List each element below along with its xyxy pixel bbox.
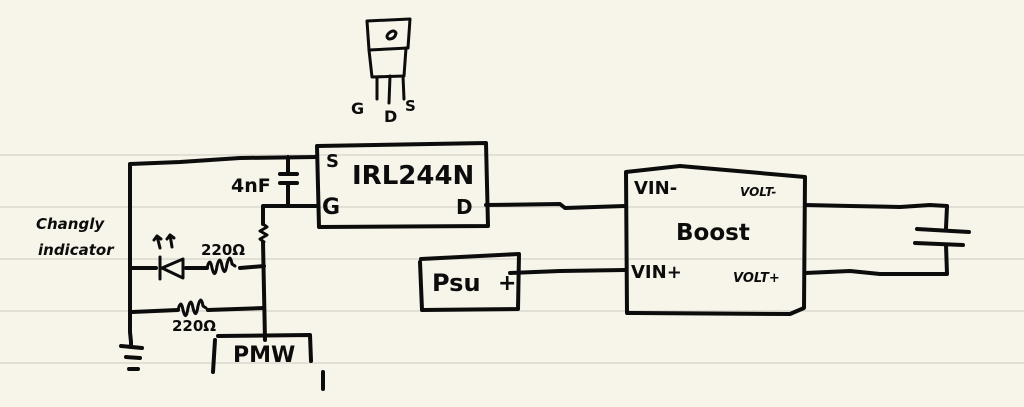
boost-block: VIN- VOLT- Boost VIN+ VOLT+ xyxy=(624,164,807,316)
bypass-branch: 220Ω xyxy=(130,298,266,335)
psu-terminal: + xyxy=(498,271,516,296)
mosfet-pin-s: S xyxy=(326,151,339,172)
wire-bypass-right xyxy=(206,306,266,312)
mosfet-box xyxy=(315,141,490,229)
indicator-label-line2: indicator xyxy=(38,241,115,259)
ground-bar-1 xyxy=(119,344,144,350)
led-light-arrows-icon xyxy=(152,233,176,250)
wire-gate xyxy=(261,204,319,226)
led-resistor xyxy=(205,256,237,275)
boost-vout-plus: VOLT+ xyxy=(733,271,780,286)
boost-label: Boost xyxy=(676,220,750,246)
gate-cap-label: 4nF xyxy=(231,175,271,197)
package-mount-hole xyxy=(385,29,398,41)
output-cap-plate-bottom xyxy=(913,241,965,247)
output-cap-plate-top xyxy=(915,227,971,234)
pwm-block: PMW xyxy=(211,333,325,391)
wire-bypass-left xyxy=(130,308,180,314)
led-icon xyxy=(160,257,185,280)
psu-block: Psu + xyxy=(418,252,521,312)
bypass-resistor-label: 220Ω xyxy=(172,317,216,335)
led-resistor-label: 220Ω xyxy=(201,241,245,259)
package-body xyxy=(367,46,408,79)
bypass-resistor xyxy=(176,298,208,317)
ruled-lines xyxy=(0,154,1024,364)
ground-bar-2 xyxy=(124,355,142,360)
boost-box xyxy=(624,164,807,316)
pwm-top-edge xyxy=(216,333,313,363)
package-sketch: G D S xyxy=(351,17,416,126)
gate-resistor xyxy=(258,222,269,244)
boost-vin-minus: VIN- xyxy=(634,178,677,199)
mosfet-part-number: IRL244N xyxy=(352,161,474,191)
wire-right-rail xyxy=(261,240,267,342)
pwm-left-edge xyxy=(211,338,217,374)
mosfet-pin-g: G xyxy=(322,195,340,220)
wire-drain-vin-minus xyxy=(484,202,627,210)
wire-vout-plus xyxy=(803,243,949,276)
pin-label-d: D xyxy=(384,107,397,126)
indicator-label-line1: Changly xyxy=(36,215,105,233)
ground-icon xyxy=(119,340,144,371)
mosfet-block: S G D IRL244N xyxy=(315,141,490,229)
package-tab xyxy=(365,17,412,52)
pin-label-g: G xyxy=(351,99,364,118)
psu-label: Psu xyxy=(432,269,481,297)
boost-vout-minus: VOLT- xyxy=(740,185,776,199)
wire-psu-vin-plus xyxy=(508,268,627,275)
wire-vout-minus xyxy=(803,203,949,230)
boost-vin-plus: VIN+ xyxy=(631,262,682,283)
led-branch: 220Ω xyxy=(130,233,266,281)
mosfet-pin-d: D xyxy=(456,195,473,219)
wire-led-right xyxy=(238,264,266,270)
pwm-label: PMW xyxy=(233,343,295,368)
wire-source-rail xyxy=(128,155,319,344)
pin-s xyxy=(401,74,406,101)
pin-label-s: S xyxy=(405,97,416,115)
pin-d xyxy=(387,74,392,105)
psu-box xyxy=(418,252,521,312)
